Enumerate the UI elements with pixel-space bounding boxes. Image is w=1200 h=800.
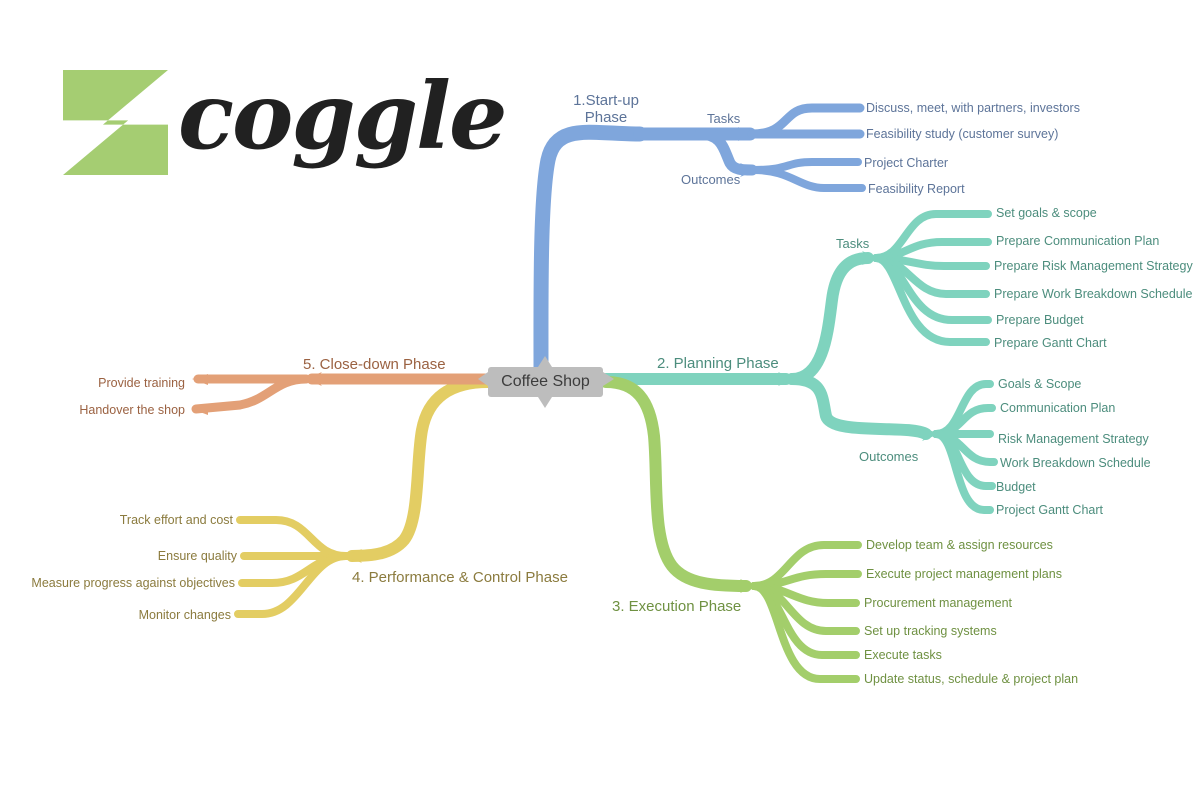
leaf-label[interactable]: Budget [996,480,1036,494]
group-label-startup-outcomes[interactable]: Outcomes [681,172,741,187]
leaf-label[interactable]: Develop team & assign resources [866,538,1053,552]
leaf-label[interactable]: Prepare Gantt Chart [994,336,1107,350]
leaf-label[interactable]: Work Breakdown Schedule [1000,456,1151,470]
group-label-startup-tasks[interactable]: Tasks [707,111,741,126]
leaf-label[interactable]: Prepare Risk Management Strategy [994,259,1193,273]
leaf-label[interactable]: Monitor changes [138,608,231,622]
leaf-label[interactable]: Goals & Scope [998,377,1082,391]
branch-startup [533,103,866,380]
coggle-logo-wordmark: coggle [178,62,508,170]
leaf-label[interactable]: Project Gantt Chart [996,503,1103,517]
leaf-label[interactable]: Prepare Work Breakdown Schedule [994,287,1193,301]
branch-label-startup[interactable]: 1.Start-up Phase [573,92,639,127]
branch-execution [600,376,862,683]
coggle-logo-mark [63,70,168,175]
leaf-label[interactable]: Measure progress against objectives [31,576,235,590]
group-label-planning-tasks[interactable]: Tasks [836,236,870,251]
leaf-label[interactable]: Feasibility Report [868,182,965,196]
branch-closedown [191,372,494,415]
leaf-label[interactable]: Project Charter [864,156,949,170]
leaf-label[interactable]: Update status, schedule & project plan [864,672,1079,686]
branch-label-planning[interactable]: 2. Planning Phase [657,355,779,372]
leaf-label[interactable]: Execute project management plans [866,567,1062,581]
leaf-label[interactable]: Set goals & scope [996,206,1097,220]
leaf-label[interactable]: Communication Plan [1000,401,1116,415]
leaf-label[interactable]: Procurement management [864,596,1012,610]
root-node-coffee-shop[interactable]: Coffee Shop [488,367,603,397]
group-label-planning-outcomes[interactable]: Outcomes [859,449,919,464]
leaf-label[interactable]: Handover the shop [79,403,185,417]
leaf-label[interactable]: Feasibility study (customer survey) [866,127,1059,141]
leaf-label[interactable]: Execute tasks [864,648,942,662]
leaf-label[interactable]: Discuss, meet, with partners, investors [866,101,1080,115]
leaf-label[interactable]: Set up tracking systems [864,624,997,638]
leaf-label[interactable]: Prepare Communication Plan [996,234,1160,248]
branch-label-closedown[interactable]: 5. Close-down Phase [303,356,446,373]
leaf-label[interactable]: Prepare Budget [996,313,1084,327]
leaf-label[interactable]: Track effort and cost [119,513,233,527]
branch-label-performance[interactable]: 4. Performance & Control Phase [352,569,568,586]
leaf-label[interactable]: Risk Management Strategy [998,432,1149,446]
branch-label-execution[interactable]: 3. Execution Phase [612,598,742,615]
leaf-label[interactable]: Provide training [98,376,185,390]
leaf-label[interactable]: Ensure quality [157,549,237,563]
